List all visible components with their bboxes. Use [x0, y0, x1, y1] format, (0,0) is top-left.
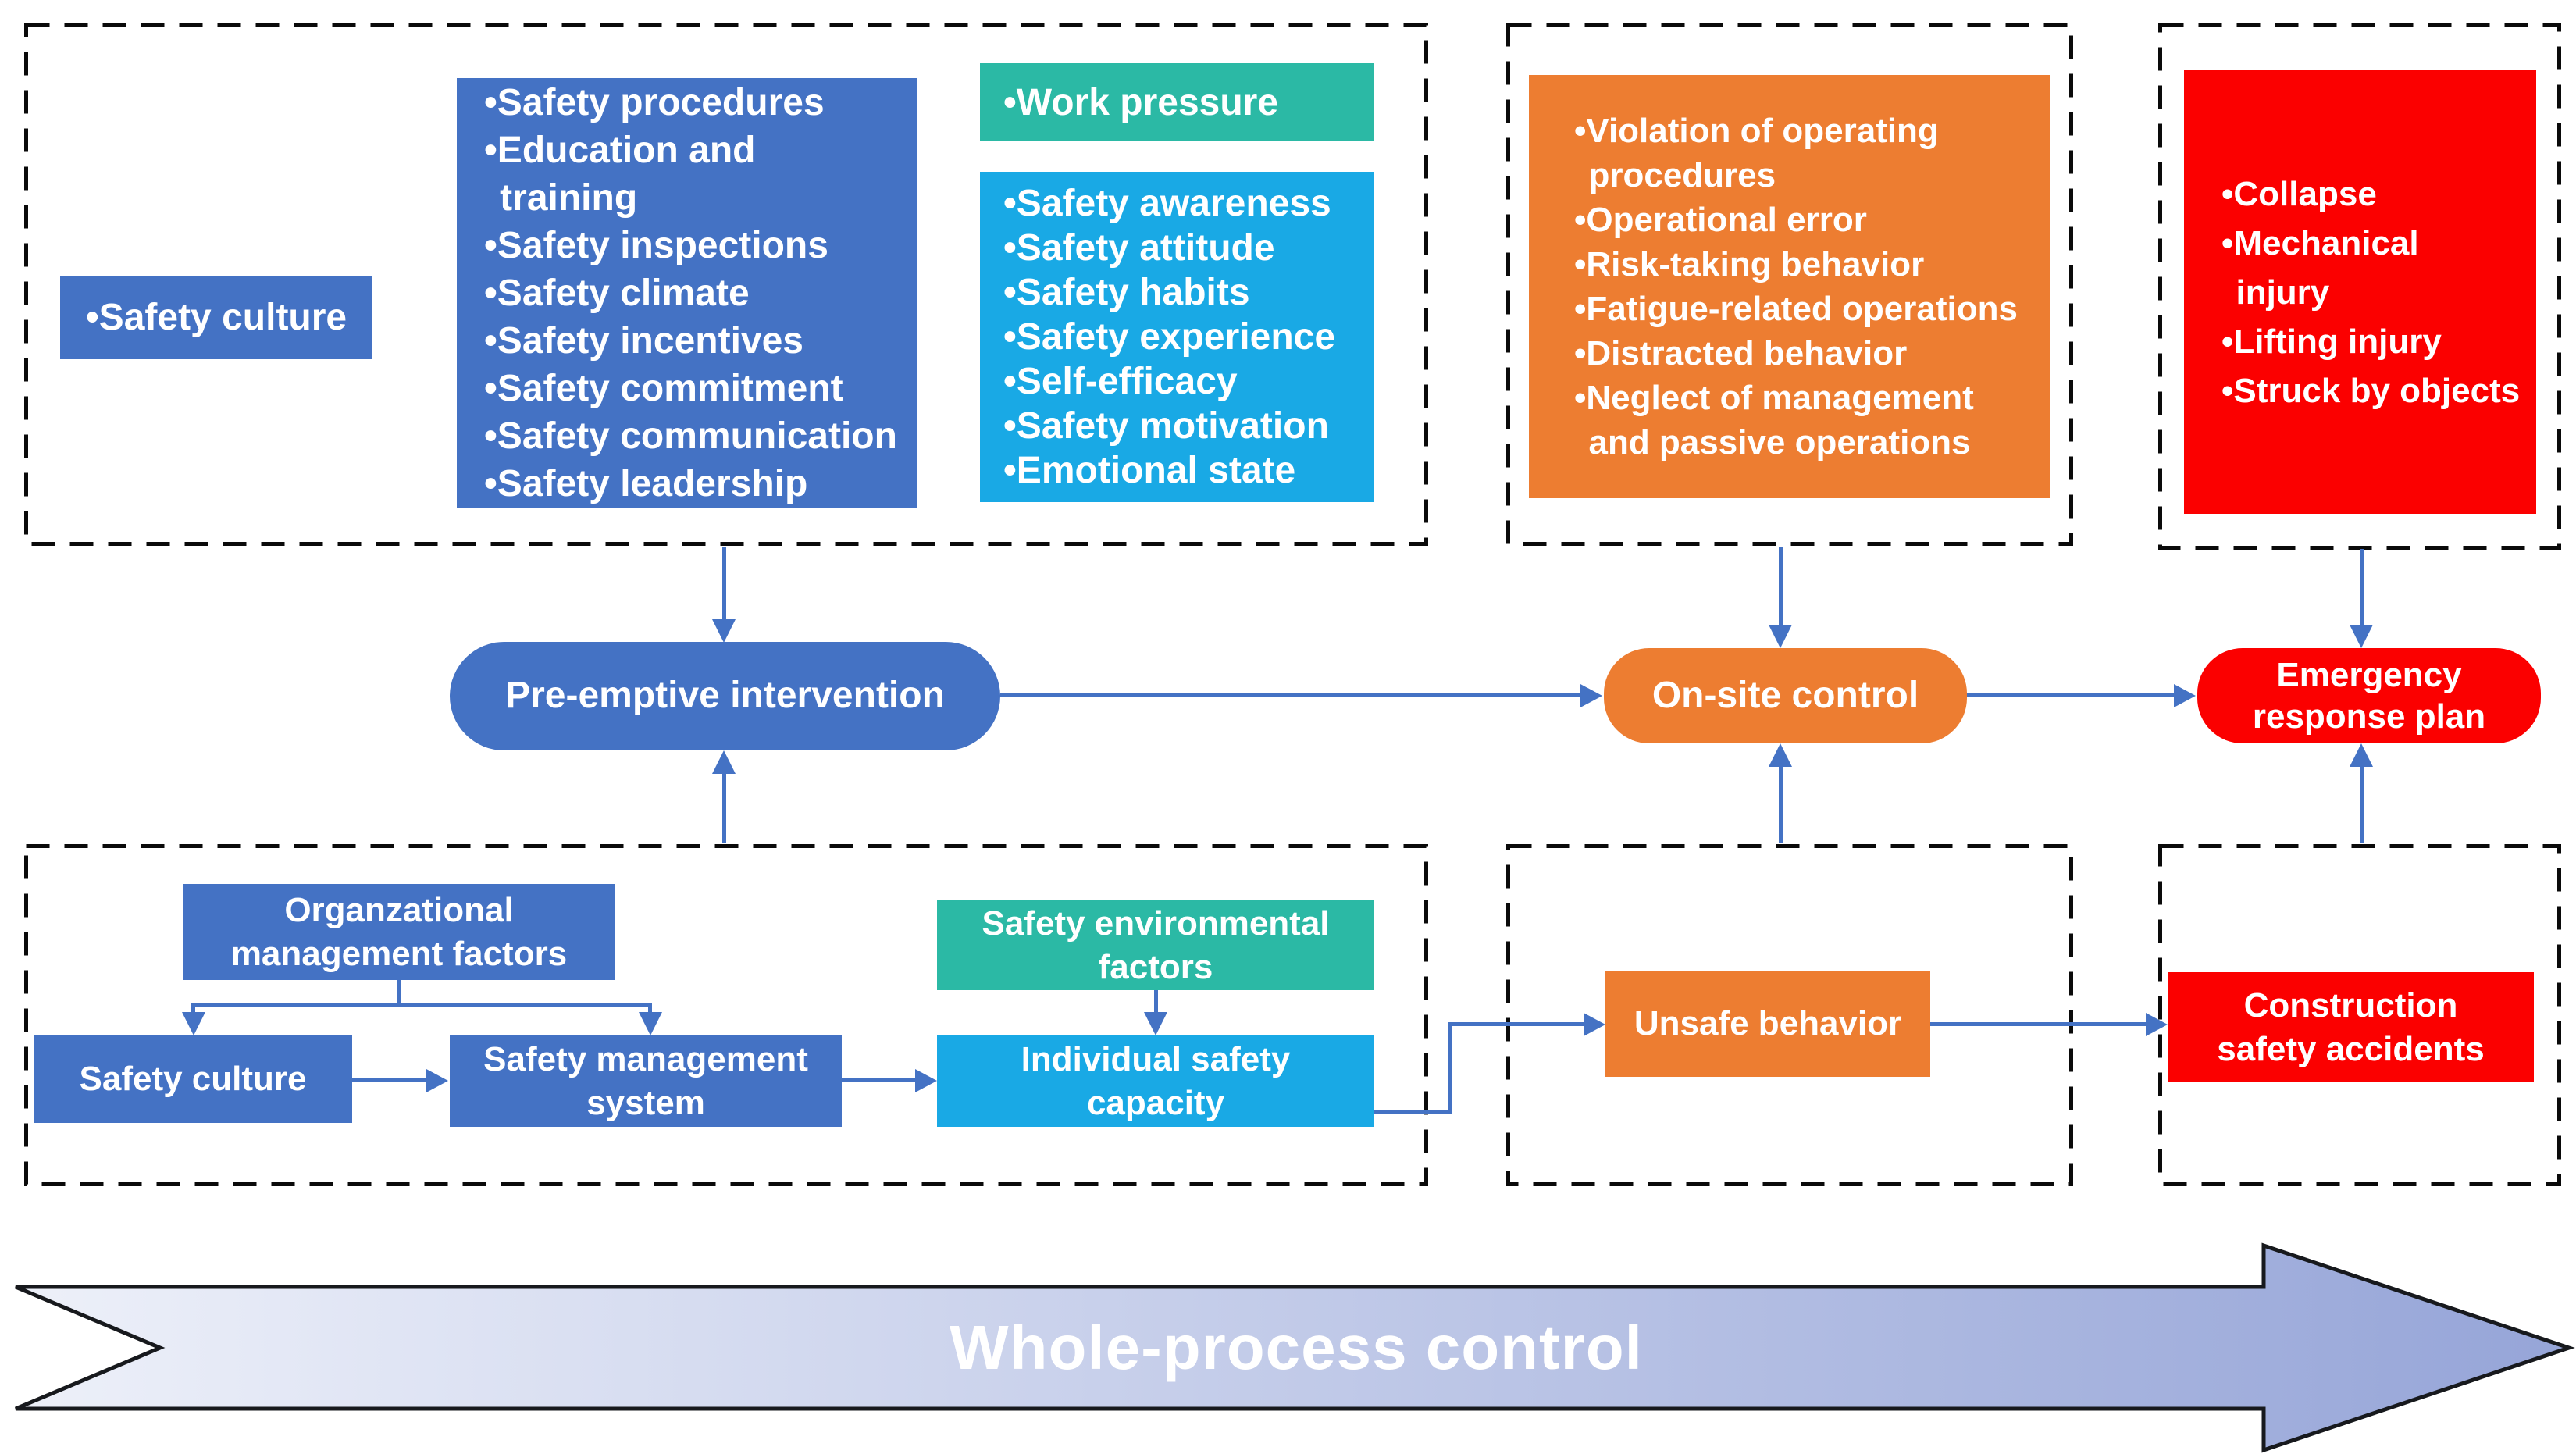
list-item: •Safety commitment [484, 368, 843, 409]
unsafe-behavior-box: Unsafe behavior [1605, 971, 1930, 1077]
individual-factors-list: •Safety awareness •Safety attitude •Safe… [980, 172, 1374, 502]
group-top-right-accident-types [2157, 22, 2562, 551]
banner-label: Whole-process control [950, 1313, 1643, 1382]
connector-bottomleft-to-preemptive [722, 772, 726, 843]
list-item: •Distracted behavior [1574, 334, 1908, 372]
connector-capacity-elbow-h2 [1448, 1022, 1585, 1026]
connector-culture-to-system [352, 1078, 428, 1082]
list-item: •Struck by objects [2221, 371, 2521, 410]
list-item: •Violation of operating procedures [1574, 112, 1939, 194]
list-item: •Mechanical injury [2221, 223, 2419, 312]
connector-preemptive-to-onsite [1000, 693, 1582, 697]
list-item: •Safety incentives [484, 320, 803, 362]
organizational-management-factors-box: Organzational management factors [183, 884, 615, 980]
list-item: •Safety experience [1003, 316, 1336, 358]
connector-org-stem [397, 980, 401, 1007]
group-top-middle-unsafe-behaviors [1505, 22, 2074, 547]
list-item: •Safety inspections [484, 225, 828, 266]
list-item: •Work pressure [1003, 81, 1279, 123]
list-item: •Safety climate [484, 273, 750, 314]
arrowhead-down-icon [1144, 1012, 1167, 1035]
connector-topleft-to-preemptive [722, 547, 726, 621]
banner-arrow-shape [15, 1242, 2575, 1453]
connector-topright-to-emergency [2360, 549, 2364, 626]
arrowhead-down-icon [639, 1012, 662, 1035]
list-item: •Fatigue-related operations [1574, 290, 2018, 328]
whole-process-control-banner [12, 1240, 2576, 1454]
emergency-response-plan-pill: Emergency response plan [2197, 648, 2541, 743]
arrowhead-right-icon [1584, 1013, 1605, 1036]
list-item: •Operational error [1574, 201, 1867, 239]
list-item: •Safety habits [1003, 272, 1250, 313]
unsafe-behavior-types-list: •Violation of operating procedures •Oper… [1529, 75, 2050, 498]
arrowhead-down-icon [1769, 625, 1792, 648]
list-item: •Risk-taking behavior [1574, 245, 1925, 283]
group-top-left-influencing-factors [23, 22, 1429, 547]
arrowhead-up-icon [2350, 743, 2373, 767]
connector-unsafe-to-accidents [1930, 1022, 2147, 1026]
connector-topmiddle-to-onsite [1779, 547, 1783, 626]
list-item: •Safety communication [484, 415, 897, 457]
safety-culture-box: •Safety culture [60, 276, 372, 359]
arrowhead-right-icon [426, 1069, 448, 1092]
list-item: •Safety attitude [1003, 227, 1275, 269]
list-item: •Safety motivation [1003, 405, 1329, 447]
safety-culture-bottom-box: Safety culture [34, 1035, 352, 1123]
safety-management-system-box: Safety management system [450, 1035, 842, 1127]
arrowhead-up-icon [712, 750, 736, 774]
list-item: •Education and training [484, 130, 756, 219]
connector-capacity-elbow-h1 [1374, 1110, 1452, 1114]
list-item: •Collapse [2221, 174, 2377, 213]
connector-bottommiddle-to-onsite [1779, 765, 1783, 843]
work-pressure-box: •Work pressure [980, 63, 1374, 141]
connector-org-right-stub [648, 1003, 652, 1014]
on-site-control-pill: On-site control [1604, 648, 1967, 743]
arrowhead-right-icon [1580, 684, 1602, 707]
construction-safety-accidents-box: Construction safety accidents [2168, 972, 2534, 1082]
list-item: •Safety awareness [1003, 183, 1331, 224]
arrowhead-up-icon [1769, 743, 1792, 767]
individual-safety-capacity-box: Individual safety capacity [937, 1035, 1374, 1127]
list-item: •Safety procedures [484, 82, 825, 123]
accident-types-list: •Collapse •Mechanical injury •Lifting in… [2184, 70, 2536, 514]
arrowhead-right-icon [2174, 684, 2196, 707]
connector-onsite-to-emergency [1967, 693, 2175, 697]
arrowhead-down-icon [2350, 625, 2373, 648]
connector-org-left-stub [191, 1003, 195, 1014]
connector-org-split [191, 1003, 652, 1007]
safety-environmental-factors-box: Safety environmental factors [937, 900, 1374, 990]
pre-emptive-intervention-pill: Pre-emptive intervention [450, 642, 1000, 750]
list-item: •Self-efficacy [1003, 361, 1238, 402]
connector-system-to-capacity [842, 1078, 917, 1082]
list-item: •Lifting injury [2221, 322, 2442, 361]
arrowhead-right-icon [2146, 1013, 2168, 1036]
organizational-management-list: •Safety procedures •Education and traini… [457, 78, 917, 508]
list-item: •Emotional state [1003, 450, 1296, 491]
connector-capacity-elbow-v [1448, 1022, 1452, 1114]
arrowhead-down-icon [712, 619, 736, 643]
connector-environment-to-capacity [1154, 990, 1158, 1015]
connector-bottomright-to-emergency [2360, 765, 2364, 843]
group-bottom-middle-unsafe-behavior [1505, 843, 2074, 1187]
arrowhead-right-icon [915, 1069, 937, 1092]
list-item: •Safety leadership [484, 463, 808, 504]
group-bottom-left-factor-model [23, 843, 1429, 1187]
list-item: •Neglect of management and passive opera… [1574, 379, 1974, 462]
arrowhead-down-icon [182, 1012, 205, 1035]
